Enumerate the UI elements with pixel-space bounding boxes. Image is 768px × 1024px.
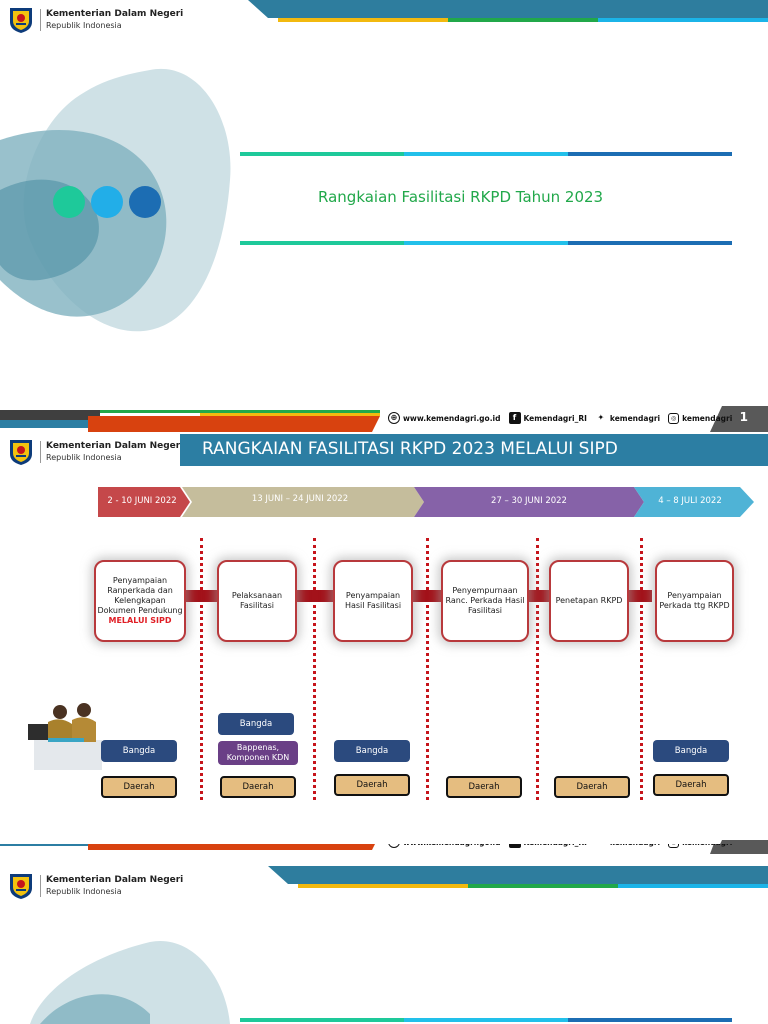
title-bottom-line bbox=[240, 241, 732, 245]
instagram-link[interactable]: kemendagri bbox=[682, 844, 732, 847]
process-connector bbox=[182, 590, 652, 602]
kemendagri-logo bbox=[10, 874, 32, 899]
separator-5 bbox=[640, 538, 643, 800]
instagram-icon: ◎ bbox=[668, 844, 680, 848]
blue-dot bbox=[129, 186, 161, 218]
footer-bar: ⊕ www.kemendagri.go.id f Kemendagri_RI ✦… bbox=[0, 406, 768, 432]
timeline-slide: Kementerian Dalam Negeri Republik Indone… bbox=[0, 432, 768, 844]
twitter-icon: ✦ bbox=[595, 844, 607, 848]
brand-name: Kementerian Dalam Negeri bbox=[46, 875, 184, 885]
decorative-blob bbox=[30, 940, 230, 1024]
header-stripe bbox=[248, 0, 768, 22]
brand: Kementerian Dalam Negeri Republik Indone… bbox=[8, 6, 183, 34]
cover-slide: Kementerian Dalam Negeri Republik Indone… bbox=[0, 0, 768, 432]
tag-daerah-5: Daerah bbox=[554, 776, 630, 798]
kemendagri-logo bbox=[10, 8, 32, 33]
brand-subtitle: Republik Indonesia bbox=[46, 453, 122, 462]
step-6: Penyampaian Perkada ttg RKPD bbox=[655, 560, 734, 642]
twitter-icon: ✦ bbox=[597, 413, 605, 422]
brand-subtitle: Republik Indonesia bbox=[46, 21, 122, 30]
social-links: ⊕ www.kemendagri.go.id f Kemendagri_RI ✦… bbox=[388, 844, 732, 848]
facebook-link[interactable]: Kemendagri_RI bbox=[523, 413, 587, 423]
phase-3: 27 – 30 JUNI 2022 bbox=[491, 496, 567, 506]
footer-bar bbox=[0, 840, 768, 844]
step-5: Penetapan RKPD bbox=[549, 560, 629, 642]
next-slide: ⊕ www.kemendagri.go.id f Kemendagri_RI ✦… bbox=[0, 844, 768, 1024]
step-3: Penyampaian Hasil Fasilitasi bbox=[333, 560, 413, 642]
facebook-link[interactable]: Kemendagri_RI bbox=[524, 844, 587, 847]
tag-daerah-3: Daerah bbox=[334, 774, 410, 796]
cyan-dot bbox=[91, 186, 123, 218]
page-number: 1 bbox=[739, 410, 748, 424]
sipd-highlight: MELALUI SIPD bbox=[108, 616, 172, 625]
separator-3 bbox=[426, 538, 429, 800]
brand-subtitle: Republik Indonesia bbox=[46, 887, 122, 896]
social-links: ⊕ www.kemendagri.go.id f Kemendagri_RI ✦… bbox=[388, 412, 732, 424]
instagram-link[interactable]: kemendagri bbox=[682, 413, 733, 423]
separator-2 bbox=[313, 538, 316, 800]
page-number: 2 bbox=[740, 844, 748, 846]
decorative-blob bbox=[0, 68, 231, 332]
globe-icon: ⊕ bbox=[388, 412, 400, 424]
tag-daerah-1: Daerah bbox=[101, 776, 177, 798]
instagram-icon: ◎ bbox=[668, 412, 680, 424]
kemendagri-logo bbox=[10, 440, 32, 465]
brand: Kementerian Dalam Negeri Republik Indone… bbox=[8, 438, 183, 466]
separator-4 bbox=[536, 538, 539, 800]
website-link[interactable]: www.kemendagri.go.id bbox=[403, 413, 501, 423]
brand: Kementerian Dalam Negeri Republik Indone… bbox=[8, 872, 183, 900]
phase-2: 13 JUNI – 24 JUNI 2022 bbox=[251, 494, 349, 504]
header-stripe bbox=[268, 866, 768, 888]
step-4: Penyempurnaan Ranc. Perkada Hasil Fasili… bbox=[441, 560, 529, 642]
title-top-line bbox=[240, 1018, 732, 1022]
tag-bappenas: Bappenas, Komponen KDN bbox=[218, 741, 298, 765]
cover-title: Rangkaian Fasilitasi RKPD Tahun 2023 bbox=[318, 188, 604, 206]
website-link[interactable]: www.kemendagri.go.id bbox=[403, 844, 501, 847]
facebook-icon: f bbox=[508, 412, 521, 424]
tag-daerah-6: Daerah bbox=[653, 774, 729, 796]
brand-name: Kementerian Dalam Negeri bbox=[46, 441, 184, 451]
facebook-icon: f bbox=[508, 844, 521, 848]
separator-1 bbox=[200, 538, 203, 800]
slide-title: RANGKAIAN FASILITASI RKPD 2023 MELALUI S… bbox=[202, 439, 618, 459]
twitter-link[interactable]: kemendagri bbox=[610, 844, 660, 847]
people-illustration bbox=[28, 703, 102, 770]
globe-icon: ⊕ bbox=[388, 844, 400, 848]
tag-bangda-3: Bangda bbox=[334, 740, 410, 762]
phase-timeline bbox=[98, 487, 754, 517]
phase-1: 2 - 10 JUNI 2022 bbox=[107, 496, 177, 506]
title-top-line bbox=[240, 152, 732, 156]
tag-bangda-2: Bangda bbox=[218, 713, 294, 735]
twitter-link[interactable]: kemendagri bbox=[609, 413, 661, 423]
brand-name: Kementerian Dalam Negeri bbox=[46, 9, 184, 19]
tag-bangda-6: Bangda bbox=[653, 740, 729, 762]
phase-4: 4 – 8 JULI 2022 bbox=[658, 496, 722, 506]
tag-bangda-1: Bangda bbox=[101, 740, 177, 762]
footer-bar: ⊕ www.kemendagri.go.id f Kemendagri_RI ✦… bbox=[0, 844, 768, 854]
slide-title-bar: RANGKAIAN FASILITASI RKPD 2023 MELALUI S… bbox=[180, 434, 768, 466]
green-dot bbox=[53, 186, 85, 218]
step-2: Pelaksanaan Fasilitasi bbox=[217, 560, 297, 642]
tag-daerah-4: Daerah bbox=[446, 776, 522, 798]
tag-daerah-2: Daerah bbox=[220, 776, 296, 798]
step-1: Penyampaian Ranperkada dan Kelengkapan D… bbox=[94, 560, 186, 642]
